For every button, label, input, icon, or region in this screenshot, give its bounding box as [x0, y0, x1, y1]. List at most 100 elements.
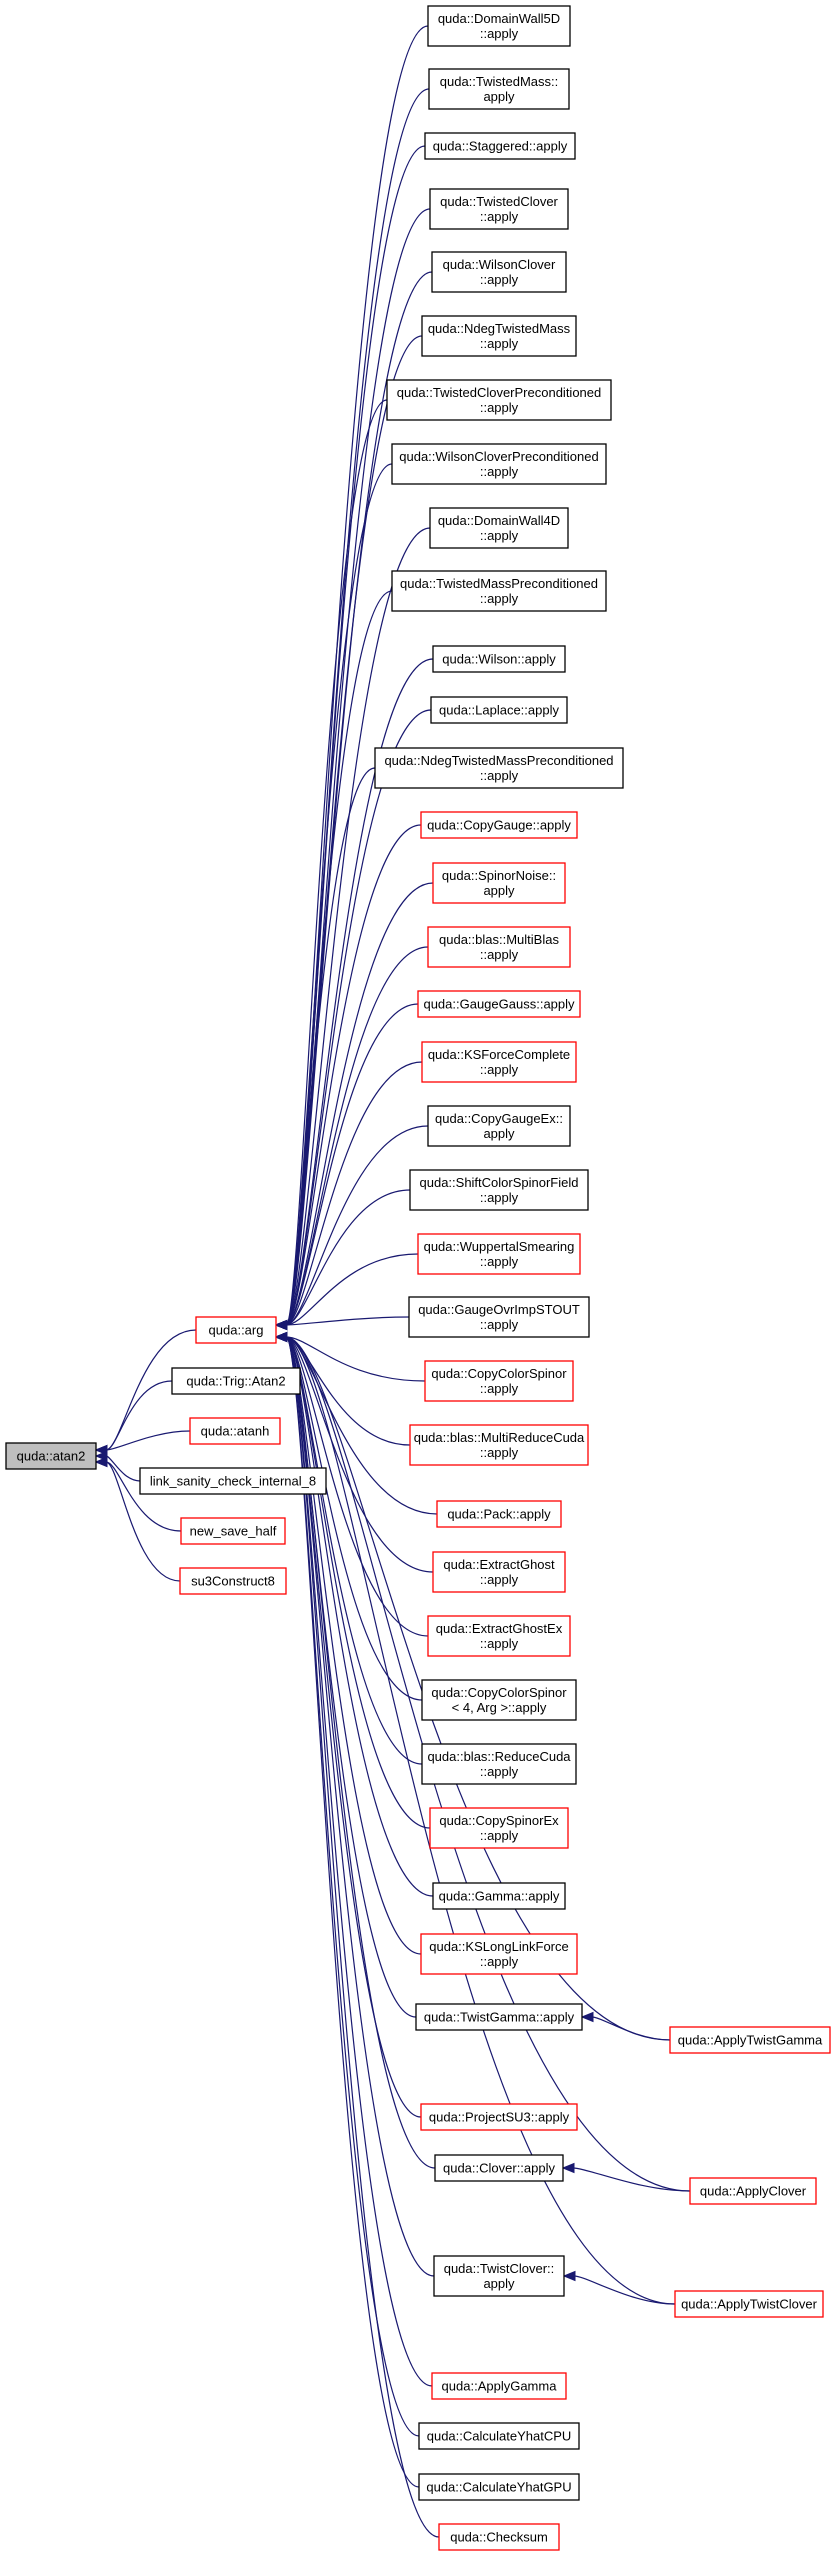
- node-copy-gauge-ex[interactable]: quda::CopyGaugeEx::apply: [427, 1105, 571, 1147]
- node-label: ::apply: [480, 1190, 519, 1205]
- node-twist-clover[interactable]: quda::TwistClover::apply: [433, 2255, 565, 2297]
- edge-link_sanity-to-atan2: [94, 1450, 141, 1482]
- edge-staggered-to-arg: [274, 145, 426, 1331]
- node-copy-spinor-ex[interactable]: quda::CopySpinorEx::apply: [429, 1807, 569, 1849]
- node-tc-precond[interactable]: quda::TwistedCloverPreconditioned::apply: [386, 379, 612, 421]
- node-label: su3Construct8: [191, 1574, 275, 1589]
- graph-edges: [94, 25, 691, 2538]
- node-ks-force-complete[interactable]: quda::KSForceComplete::apply: [421, 1041, 577, 1083]
- node-wuppertal[interactable]: quda::WuppertalSmearing::apply: [417, 1233, 581, 1275]
- node-label: ::apply: [480, 1062, 519, 1077]
- node-twisted-mass[interactable]: quda::TwistedMass::apply: [428, 68, 570, 110]
- node-gauge-gauss[interactable]: quda::GaugeGauss::apply: [417, 990, 581, 1018]
- node-label: quda::KSForceComplete: [428, 1047, 570, 1062]
- node-label: quda::Wilson::apply: [442, 652, 556, 667]
- edge-apply_twist_clover-to-twist_clover: [562, 2270, 676, 2305]
- node-atanh[interactable]: quda::atanh: [189, 1417, 281, 1445]
- node-label: ::apply: [480, 272, 519, 287]
- node-label: quda::ApplyClover: [700, 2184, 807, 2199]
- node-dw4d[interactable]: quda::DomainWall4D::apply: [429, 507, 569, 549]
- node-multi-reduce[interactable]: quda::blas::MultiReduceCuda::apply: [409, 1424, 589, 1466]
- node-label: ::apply: [480, 26, 519, 41]
- node-label: quda::blas::MultiReduceCuda: [414, 1430, 585, 1445]
- node-label: quda::Staggered::apply: [433, 139, 568, 154]
- node-trig-atan2[interactable]: quda::Trig::Atan2: [171, 1367, 301, 1395]
- node-laplace[interactable]: quda::Laplace::apply: [430, 696, 568, 724]
- node-label: quda::DomainWall4D: [438, 513, 560, 528]
- node-label: apply: [483, 883, 515, 898]
- node-label: ::apply: [480, 1954, 519, 1969]
- node-label: ::apply: [480, 947, 519, 962]
- node-staggered[interactable]: quda::Staggered::apply: [424, 132, 576, 160]
- node-spinor-noise[interactable]: quda::SpinorNoise::apply: [432, 862, 566, 904]
- node-calc-yhat-gpu[interactable]: quda::CalculateYhatGPU: [418, 2473, 580, 2501]
- node-label: quda::Trig::Atan2: [186, 1374, 285, 1389]
- node-pack[interactable]: quda::Pack::apply: [436, 1500, 562, 1528]
- node-label: apply: [483, 2276, 515, 2291]
- node-label: ::apply: [480, 1636, 519, 1651]
- node-reduce-cuda[interactable]: quda::blas::ReduceCuda::apply: [421, 1743, 577, 1785]
- node-ks-long-link[interactable]: quda::KSLongLinkForce::apply: [420, 1933, 578, 1975]
- node-label: quda::TwistedClover: [440, 194, 558, 209]
- node-label: quda::ExtractGhostEx: [436, 1621, 563, 1636]
- node-label: ::apply: [480, 591, 519, 606]
- node-label: quda::KSLongLinkForce: [429, 1939, 568, 1954]
- node-label: quda::CopyGauge::apply: [427, 818, 571, 833]
- node-twist-gamma[interactable]: quda::TwistGamma::apply: [415, 2003, 583, 2031]
- node-wilson[interactable]: quda::Wilson::apply: [432, 645, 566, 673]
- node-extract-ghost[interactable]: quda::ExtractGhost::apply: [432, 1551, 566, 1593]
- node-multi-blas[interactable]: quda::blas::MultiBlas::apply: [427, 926, 571, 968]
- node-label: quda::CopyColorSpinor: [431, 1685, 567, 1700]
- node-shift-color[interactable]: quda::ShiftColorSpinorField::apply: [409, 1169, 589, 1211]
- node-apply-twist-gamma[interactable]: quda::ApplyTwistGamma: [669, 2026, 831, 2054]
- node-copy-gauge[interactable]: quda::CopyGauge::apply: [420, 811, 578, 839]
- node-arg[interactable]: quda::arg: [195, 1316, 277, 1344]
- node-label: ::apply: [480, 1764, 519, 1779]
- node-project-su3[interactable]: quda::ProjectSU3::apply: [420, 2103, 578, 2131]
- edge-apply_clover-to-clover: [561, 2162, 691, 2192]
- edge-twisted_mass-to-arg: [274, 88, 430, 1331]
- node-su3construct8[interactable]: su3Construct8: [179, 1567, 287, 1595]
- node-apply-gamma[interactable]: quda::ApplyGamma: [431, 2372, 567, 2400]
- node-label: ::apply: [480, 1445, 519, 1460]
- node-ndeg-tm[interactable]: quda::NdegTwistedMass::apply: [421, 315, 577, 357]
- node-new-save-half[interactable]: new_save_half: [180, 1517, 286, 1545]
- node-link-sanity[interactable]: link_sanity_check_internal_8: [139, 1467, 327, 1495]
- node-wc-precond[interactable]: quda::WilsonCloverPreconditioned::apply: [391, 443, 607, 485]
- node-label: quda::TwistGamma::apply: [424, 2010, 575, 2025]
- node-label: quda::ProjectSU3::apply: [429, 2110, 570, 2125]
- node-extract-ghost-ex[interactable]: quda::ExtractGhostEx::apply: [427, 1615, 571, 1657]
- node-apply-clover[interactable]: quda::ApplyClover: [689, 2177, 817, 2205]
- node-twisted-clover[interactable]: quda::TwistedClover::apply: [429, 188, 569, 230]
- node-label: quda::DomainWall5D: [438, 11, 560, 26]
- node-label: quda::Checksum: [450, 2530, 548, 2545]
- node-gauge-ovrimp[interactable]: quda::GaugeOvrImpSTOUT::apply: [408, 1296, 590, 1338]
- node-label: quda::WuppertalSmearing: [424, 1239, 575, 1254]
- node-clover[interactable]: quda::Clover::apply: [434, 2154, 564, 2182]
- node-tm-precond[interactable]: quda::TwistedMassPreconditioned::apply: [391, 570, 607, 612]
- node-label: quda::CopyGaugeEx::: [435, 1111, 563, 1126]
- node-dw5d[interactable]: quda::DomainWall5D::apply: [427, 5, 571, 47]
- node-apply-twist-clover[interactable]: quda::ApplyTwistClover: [674, 2290, 824, 2318]
- node-label: quda::TwistedMass::: [440, 74, 559, 89]
- node-label: quda::CalculateYhatGPU: [426, 2480, 571, 2495]
- node-label: quda::ApplyGamma: [442, 2379, 558, 2394]
- node-copy-color-spinor[interactable]: quda::CopyColorSpinor::apply: [424, 1360, 574, 1402]
- node-atan2[interactable]: quda::atan2: [5, 1442, 97, 1470]
- node-label: ::apply: [480, 1381, 519, 1396]
- node-wilson-clover[interactable]: quda::WilsonClover::apply: [431, 251, 567, 293]
- edge-twist_gamma-to-arg: [274, 1331, 417, 2018]
- node-calc-yhat-cpu[interactable]: quda::CalculateYhatCPU: [418, 2422, 580, 2450]
- node-label: quda::SpinorNoise::: [442, 868, 556, 883]
- node-label: quda::Laplace::apply: [439, 703, 559, 718]
- node-gamma[interactable]: quda::Gamma::apply: [432, 1882, 566, 1910]
- edge-checksum-to-arg: [274, 1331, 440, 2538]
- node-label: ::apply: [480, 209, 519, 224]
- graph-nodes: quda::atan2quda::argquda::Trig::Atan2qud…: [5, 5, 831, 2551]
- node-checksum[interactable]: quda::Checksum: [438, 2523, 560, 2551]
- node-label: quda::GaugeOvrImpSTOUT: [418, 1302, 580, 1317]
- node-ndeg-tm-precond[interactable]: quda::NdegTwistedMassPreconditioned::app…: [374, 747, 624, 789]
- node-label: ::apply: [480, 400, 519, 415]
- node-copy-color-spinor-4[interactable]: quda::CopyColorSpinor< 4, Arg >::apply: [421, 1679, 577, 1721]
- node-label: quda::ApplyTwistClover: [681, 2297, 818, 2312]
